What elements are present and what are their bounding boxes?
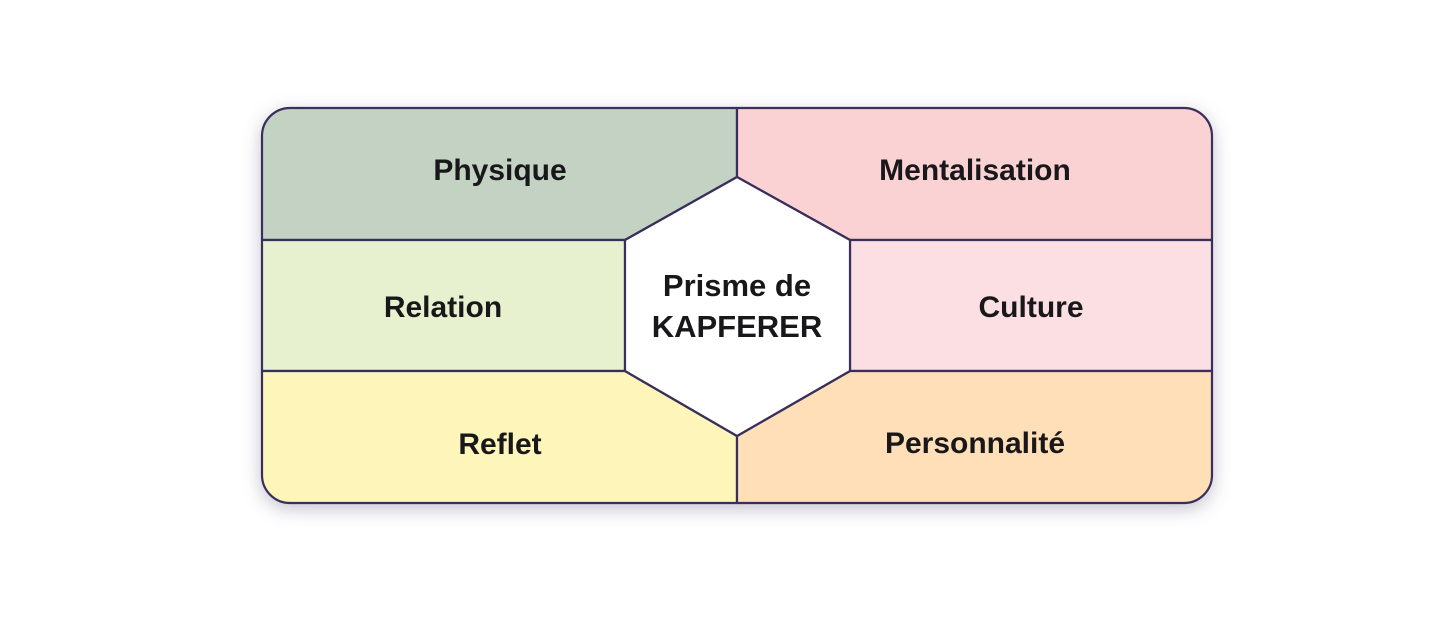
label-mentalisation: Mentalisation xyxy=(879,154,1071,187)
label-culture: Culture xyxy=(979,291,1084,324)
label-relation: Relation xyxy=(384,291,502,324)
center-hexagon xyxy=(623,175,852,438)
center-title-line1: Prisme de xyxy=(663,268,811,303)
center-title-line2: KAPFERER xyxy=(652,309,823,344)
label-personnalite: Personnalité xyxy=(885,427,1065,460)
label-physique: Physique xyxy=(433,154,566,187)
section-personnalite xyxy=(735,369,1214,505)
prism-shape-group xyxy=(260,106,1214,505)
label-reflet: Reflet xyxy=(458,428,541,461)
